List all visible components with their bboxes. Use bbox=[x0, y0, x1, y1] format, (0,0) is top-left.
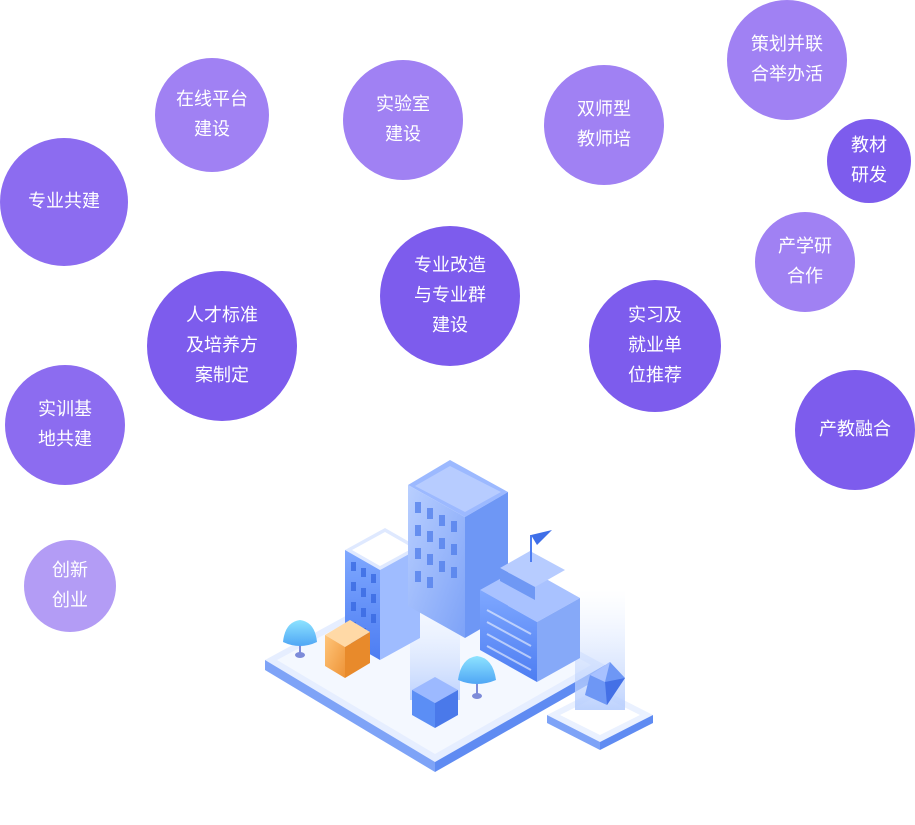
bubble-shixun-jidi: 实训基 地共建 bbox=[5, 365, 125, 485]
bubble-label: 策划并联 合举办活 bbox=[751, 34, 823, 85]
bubble-label: 教材 研发 bbox=[851, 135, 887, 186]
bubble-label: 双师型 教师培 bbox=[577, 99, 631, 150]
bubble-label: 实验室 建设 bbox=[376, 94, 430, 145]
bubble-label: 专业改造 与专业群 建设 bbox=[414, 255, 486, 336]
bubble-label: 在线平台 建设 bbox=[176, 89, 248, 140]
bubble-shiyanshi: 实验室 建设 bbox=[343, 60, 463, 180]
bubble-label: 专业共建 bbox=[28, 191, 100, 212]
bubble-zaixian-pingtai: 在线平台 建设 bbox=[155, 58, 269, 172]
bubble-chanjiao-ronghe: 产教融合 bbox=[795, 370, 915, 490]
bubble-shuangshixing: 双师型 教师培 bbox=[544, 65, 664, 185]
bubble-chanxueyan: 产学研 合作 bbox=[755, 212, 855, 312]
bubble-chuangxin-chuangye: 创新 创业 bbox=[24, 540, 116, 632]
bubble-shixi-jiuye: 实习及 就业单 位推荐 bbox=[589, 280, 721, 412]
bubble-label: 创新 创业 bbox=[52, 560, 88, 611]
bubble-label: 产学研 合作 bbox=[778, 236, 832, 287]
bubble-cehua-lianhe: 策划并联 合举办活 bbox=[727, 0, 847, 120]
bubble-zhuanye-gongjian: 专业共建 bbox=[0, 138, 128, 266]
bubble-rencai-biaozhun: 人才标准 及培养方 案制定 bbox=[147, 271, 297, 421]
isometric-city-buildings-icon bbox=[265, 460, 653, 772]
bubble-jiaocai-yanfa: 教材 研发 bbox=[827, 119, 911, 203]
bubble-label: 实训基 地共建 bbox=[38, 399, 92, 450]
bubble-label: 实习及 就业单 位推荐 bbox=[628, 305, 682, 386]
bubble-zhuanye-gaizao: 专业改造 与专业群 建设 bbox=[380, 226, 520, 366]
bubble-label: 产教融合 bbox=[819, 419, 891, 440]
bubble-label: 人才标准 及培养方 案制定 bbox=[186, 305, 258, 386]
